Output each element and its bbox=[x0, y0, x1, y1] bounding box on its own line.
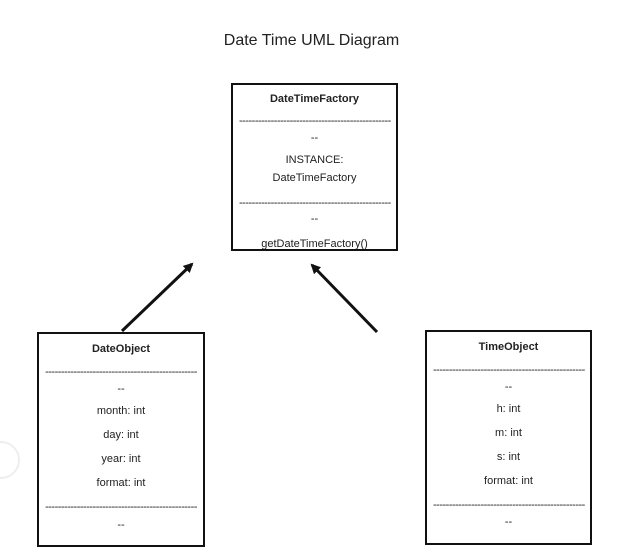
arrow-time-to-factory bbox=[310, 263, 379, 334]
attribute: format: int bbox=[484, 475, 533, 487]
method-placeholder: -- bbox=[504, 516, 513, 528]
class-name: TimeObject bbox=[478, 341, 539, 353]
attr-placeholder: -- bbox=[504, 381, 513, 393]
attribute: year: int bbox=[101, 453, 141, 465]
method: getDateTimeFactory() bbox=[261, 238, 368, 250]
class-name: DateTimeFactory bbox=[269, 93, 360, 105]
attribute: month: int bbox=[96, 405, 146, 417]
class-name: DateObject bbox=[91, 343, 151, 355]
attr-placeholder: -- bbox=[117, 383, 125, 395]
attribute: day: int bbox=[103, 429, 139, 441]
attribute: s: int bbox=[496, 451, 521, 463]
attribute: h: int bbox=[496, 403, 521, 415]
class-box-datetimefactory: DateTimeFactory ------------------------… bbox=[231, 83, 398, 251]
separator: ----------------------------------------… bbox=[45, 501, 197, 513]
class-box-timeobject: TimeObject -----------------------------… bbox=[425, 330, 592, 545]
method-placeholder: -- bbox=[310, 213, 319, 225]
separator: ----------------------------------------… bbox=[433, 364, 585, 376]
class-box-dateobject: DateObject -----------------------------… bbox=[37, 332, 205, 547]
attribute: DateTimeFactory bbox=[272, 172, 357, 184]
attribute: INSTANCE: bbox=[285, 154, 344, 166]
method-placeholder: -- bbox=[117, 519, 125, 531]
attr-placeholder: -- bbox=[310, 132, 319, 144]
diagram-title: Date Time UML Diagram bbox=[223, 32, 400, 49]
separator: ----------------------------------------… bbox=[239, 115, 391, 127]
separator: ----------------------------------------… bbox=[45, 366, 197, 378]
attribute: m: int bbox=[495, 427, 522, 439]
arrow-date-to-factory bbox=[120, 262, 194, 333]
separator: ----------------------------------------… bbox=[239, 197, 391, 209]
attribute: format: int bbox=[96, 477, 146, 489]
separator: ----------------------------------------… bbox=[433, 499, 585, 511]
